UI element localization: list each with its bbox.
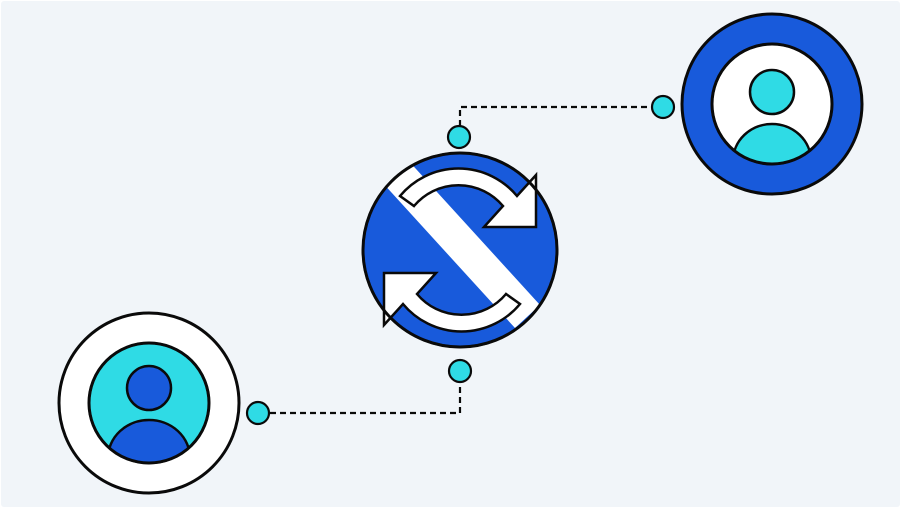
avatar-inner-outline <box>710 42 834 166</box>
sync-arrows-icon <box>382 167 538 333</box>
avatar-head <box>748 68 796 116</box>
sync-arrow-top <box>398 167 538 229</box>
connector-sync-to-user-b <box>446 94 676 150</box>
connector-endpoint-dot <box>447 358 473 384</box>
sync-hub-outline <box>361 151 559 349</box>
sync-arrow-bottom <box>382 271 522 333</box>
connector-user-a-to-sync <box>245 358 473 426</box>
connector-endpoint-dot <box>446 124 472 150</box>
connector-endpoint-dot <box>245 400 271 426</box>
avatar-inner-outline <box>87 341 211 465</box>
user-avatar-icon <box>731 68 813 164</box>
user-a-avatar <box>57 311 241 495</box>
sync-hub <box>361 151 559 349</box>
user-b-avatar <box>680 12 864 196</box>
dashed-connector-line <box>270 383 462 415</box>
connector-endpoint-dot <box>650 94 676 120</box>
avatar-head <box>125 364 173 412</box>
